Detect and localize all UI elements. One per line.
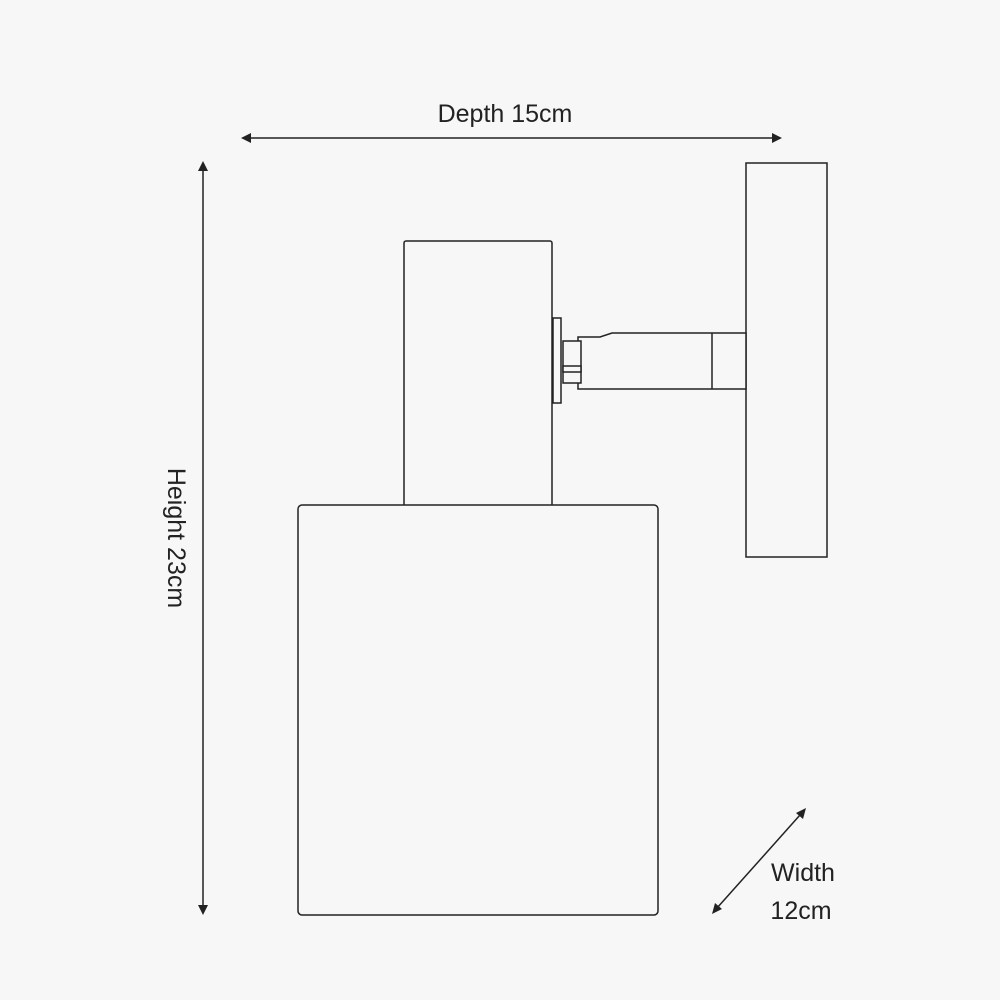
width-arrow-line <box>716 814 801 909</box>
width-arrow-bottom-head <box>712 903 722 914</box>
height-arrow-top-head <box>198 161 208 171</box>
lamp-arm <box>552 317 747 404</box>
wall-back-plate <box>745 162 828 558</box>
depth-arrow-right-head <box>772 133 782 143</box>
swivel-knuckle <box>562 340 582 384</box>
swivel-knuckle-gap <box>562 365 582 373</box>
width-dimension: Width 12cm <box>712 808 835 925</box>
width-label-line1: Width <box>771 859 835 887</box>
lamp-head-upper-body <box>403 240 553 507</box>
arm-rod <box>577 332 747 390</box>
width-label-line2: 12cm <box>770 897 831 925</box>
height-label: Height 23cm <box>162 468 190 608</box>
depth-dimension: Depth 15cm <box>241 100 782 143</box>
height-dimension: Height 23cm <box>162 161 208 915</box>
height-arrow-bottom-head <box>198 905 208 915</box>
head-mount-bracket <box>552 317 562 404</box>
width-arrow-top-head <box>796 808 806 819</box>
depth-arrow-left-head <box>241 133 251 143</box>
depth-label: Depth 15cm <box>438 100 573 128</box>
lamp-shade <box>297 504 659 916</box>
